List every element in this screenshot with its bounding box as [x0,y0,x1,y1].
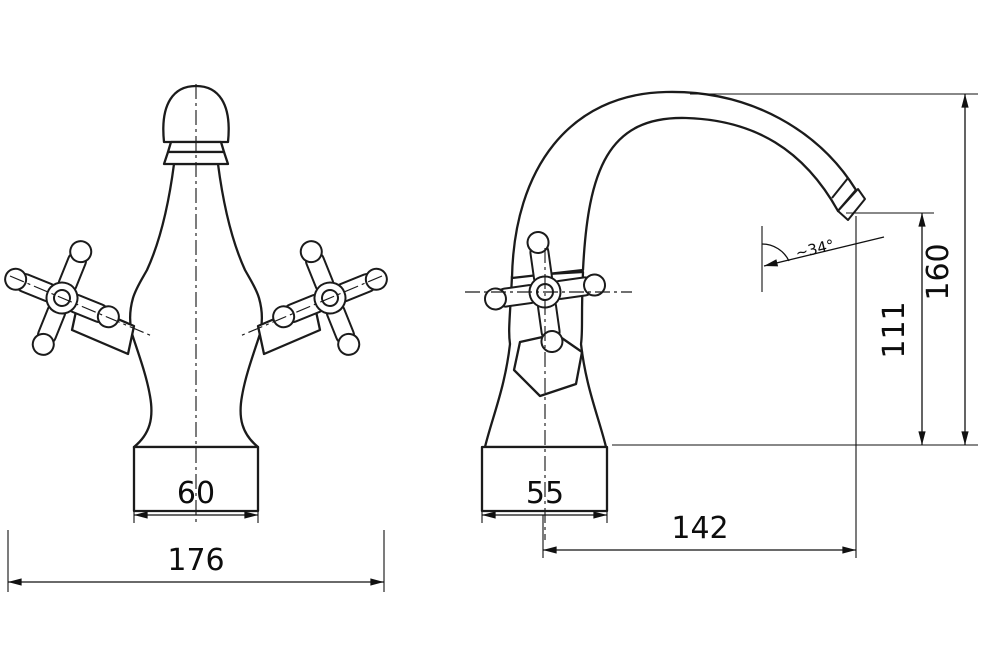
front-dimensions: 60 176 [7,476,385,592]
dim-label-base-depth: 55 [526,476,564,511]
dim-front-base-width: 60 [133,476,259,523]
dim-label-outlet-height: 111 [877,301,912,358]
dim-label-overall-width: 176 [167,543,224,578]
front-view [0,84,409,524]
spout-aerator-nozzle [837,188,866,221]
dim-outlet-height: 111 [846,212,934,446]
dim-label-overall-height: 160 [921,243,956,300]
dim-overall-height: 160 [690,93,978,446]
dim-front-overall-width: 176 [7,530,385,592]
dim-label-base-width: 60 [177,476,215,511]
spout-aerator-joint [831,177,849,199]
left-cross-handle [0,219,141,377]
dim-label-spout-angle: ~34° [794,236,836,262]
dim-spout-angle: ~34° [761,226,885,292]
dim-side-base-depth: 55 [481,476,608,523]
side-view [465,90,866,540]
dim-spout-reach: 142 [542,216,857,558]
dim-label-spout-reach: 142 [671,511,728,546]
